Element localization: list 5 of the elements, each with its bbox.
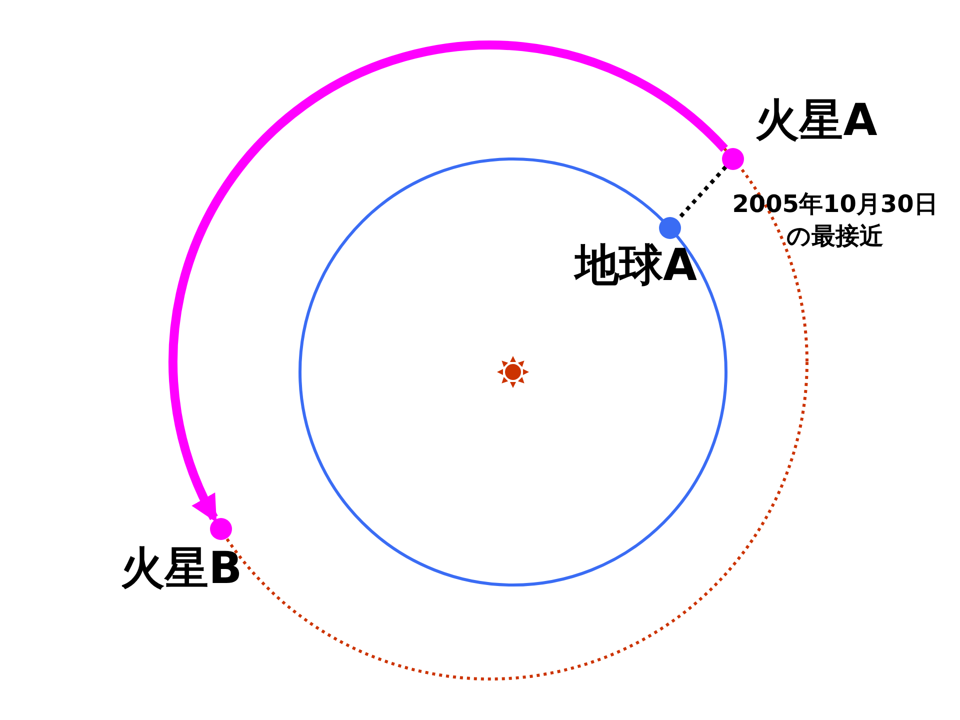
date-note: 2005年10月30日の最接近	[731, 189, 939, 252]
planet-label: 地球A	[575, 244, 698, 288]
planet-label: 火星B	[120, 547, 242, 592]
planet-label: 火星A	[755, 98, 878, 143]
arrow	[168, 41, 728, 523]
